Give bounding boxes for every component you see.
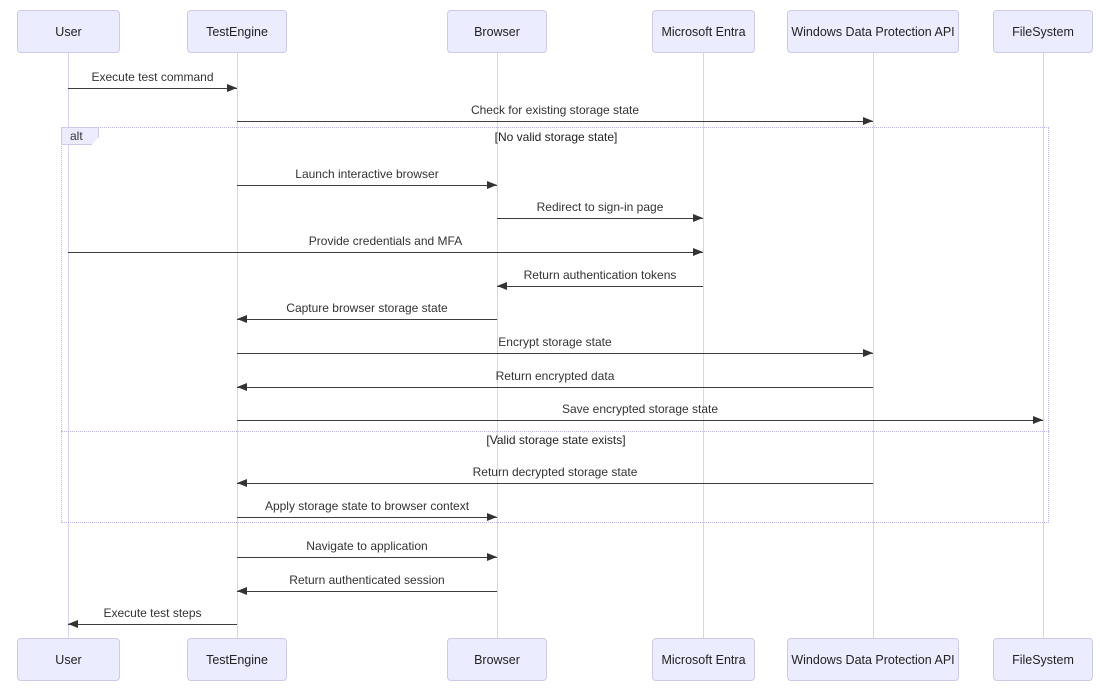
message-apply-storage-state: Apply storage state to browser context [237, 498, 497, 521]
actor-label: FileSystem [1012, 652, 1074, 667]
arrowhead-icon [237, 478, 247, 487]
message-return-authenticated-session: Return authenticated session [237, 572, 497, 595]
actor-label: Browser [474, 652, 520, 667]
alt-frame [61, 127, 1049, 523]
actor-label: Microsoft Entra [661, 652, 746, 667]
arrowhead-icon [863, 116, 873, 125]
message-label: Apply storage state to browser context [264, 499, 470, 513]
actor-label: User [55, 24, 82, 39]
message-arrow-right [237, 180, 497, 189]
message-label: Navigate to application [306, 539, 428, 553]
message-encrypt-storage-state: Encrypt storage state [237, 334, 873, 357]
message-label: Return decrypted storage state [472, 465, 638, 479]
message-navigate-to-application: Navigate to application [237, 538, 497, 561]
alt-condition-2: [Valid storage state exists] [486, 433, 626, 447]
actor-bottom-wdpapi: Windows Data Protection API [787, 638, 959, 681]
message-return-auth-tokens: Return authentication tokens [497, 267, 703, 290]
arrowhead-icon [487, 512, 497, 521]
actor-bottom-filesystem: FileSystem [993, 638, 1093, 681]
message-label: Execute test command [91, 70, 214, 84]
message-redirect-sign-in: Redirect to sign-in page [497, 199, 703, 222]
actor-top-filesystem: FileSystem [993, 10, 1093, 53]
arrowhead-icon [487, 180, 497, 189]
message-arrow-right [237, 415, 1043, 424]
arrowhead-icon [237, 314, 247, 323]
message-label: Return authentication tokens [523, 268, 677, 282]
message-arrow-right [237, 348, 873, 357]
arrowhead-icon [693, 213, 703, 222]
arrowhead-icon [237, 382, 247, 391]
actor-bottom-testengine: TestEngine [187, 638, 287, 681]
lifeline-testengine [237, 53, 238, 638]
message-arrow-right [237, 512, 497, 521]
message-arrow-right [237, 552, 497, 561]
message-execute-test-command: Execute test command [68, 69, 237, 92]
actor-top-testengine: TestEngine [187, 10, 287, 53]
message-provide-credentials-mfa: Provide credentials and MFA [68, 233, 703, 256]
message-return-decrypted-storage-state: Return decrypted storage state [237, 464, 873, 487]
message-label: Save encrypted storage state [561, 402, 719, 416]
arrowhead-icon [497, 281, 507, 290]
lifeline-filesystem [1043, 53, 1044, 638]
message-label: Launch interactive browser [295, 167, 439, 181]
arrowhead-icon [68, 619, 78, 628]
arrowhead-icon [227, 83, 237, 92]
message-return-encrypted-data: Return encrypted data [237, 368, 873, 391]
alt-else-divider [61, 431, 1049, 432]
lifeline-user [68, 53, 69, 638]
message-launch-interactive-browser: Launch interactive browser [237, 166, 497, 189]
lifeline-entra [703, 53, 704, 638]
actor-bottom-browser: Browser [447, 638, 547, 681]
message-save-encrypted-storage-state: Save encrypted storage state [237, 401, 1043, 424]
message-arrow-right [497, 213, 703, 222]
arrowhead-icon [1033, 415, 1043, 424]
message-check-existing-storage-state: Check for existing storage state [237, 102, 873, 125]
actor-label: Microsoft Entra [661, 24, 746, 39]
message-capture-storage-state: Capture browser storage state [237, 300, 497, 323]
lifeline-wdpapi [873, 53, 874, 638]
message-execute-test-steps: Execute test steps [68, 605, 237, 628]
message-label: Provide credentials and MFA [308, 234, 463, 248]
message-label: Return authenticated session [289, 573, 445, 587]
message-arrow-left [237, 382, 873, 391]
message-label: Check for existing storage state [470, 103, 640, 117]
message-arrow-left [237, 586, 497, 595]
message-label: Encrypt storage state [498, 335, 612, 349]
actor-label: Windows Data Protection API [791, 24, 955, 39]
actor-label: User [55, 652, 82, 667]
message-arrow-right [68, 83, 237, 92]
actor-bottom-entra: Microsoft Entra [652, 638, 755, 681]
alt-condition-1: [No valid storage state] [494, 130, 618, 144]
arrowhead-icon [863, 348, 873, 357]
actor-label: Browser [474, 24, 520, 39]
message-arrow-left [237, 478, 873, 487]
actor-bottom-user: User [17, 638, 120, 681]
message-arrow-left [497, 281, 703, 290]
message-arrow-left [68, 619, 237, 628]
actor-label: Windows Data Protection API [791, 652, 955, 667]
alt-operator-label: alt [61, 127, 99, 145]
actor-top-wdpapi: Windows Data Protection API [787, 10, 959, 53]
message-label: Capture browser storage state [286, 301, 448, 315]
actor-top-user: User [17, 10, 120, 53]
arrowhead-icon [237, 586, 247, 595]
actor-label: TestEngine [206, 652, 268, 667]
actor-label: FileSystem [1012, 24, 1074, 39]
actor-top-browser: Browser [447, 10, 547, 53]
message-arrow-left [237, 314, 497, 323]
actor-label: TestEngine [206, 24, 268, 39]
message-label: Redirect to sign-in page [536, 200, 664, 214]
arrowhead-icon [693, 247, 703, 256]
actor-top-entra: Microsoft Entra [652, 10, 755, 53]
message-arrow-right [237, 116, 873, 125]
arrowhead-icon [487, 552, 497, 561]
message-arrow-right [68, 247, 703, 256]
message-label: Return encrypted data [495, 369, 615, 383]
message-label: Execute test steps [103, 606, 202, 620]
lifeline-browser [497, 53, 498, 638]
